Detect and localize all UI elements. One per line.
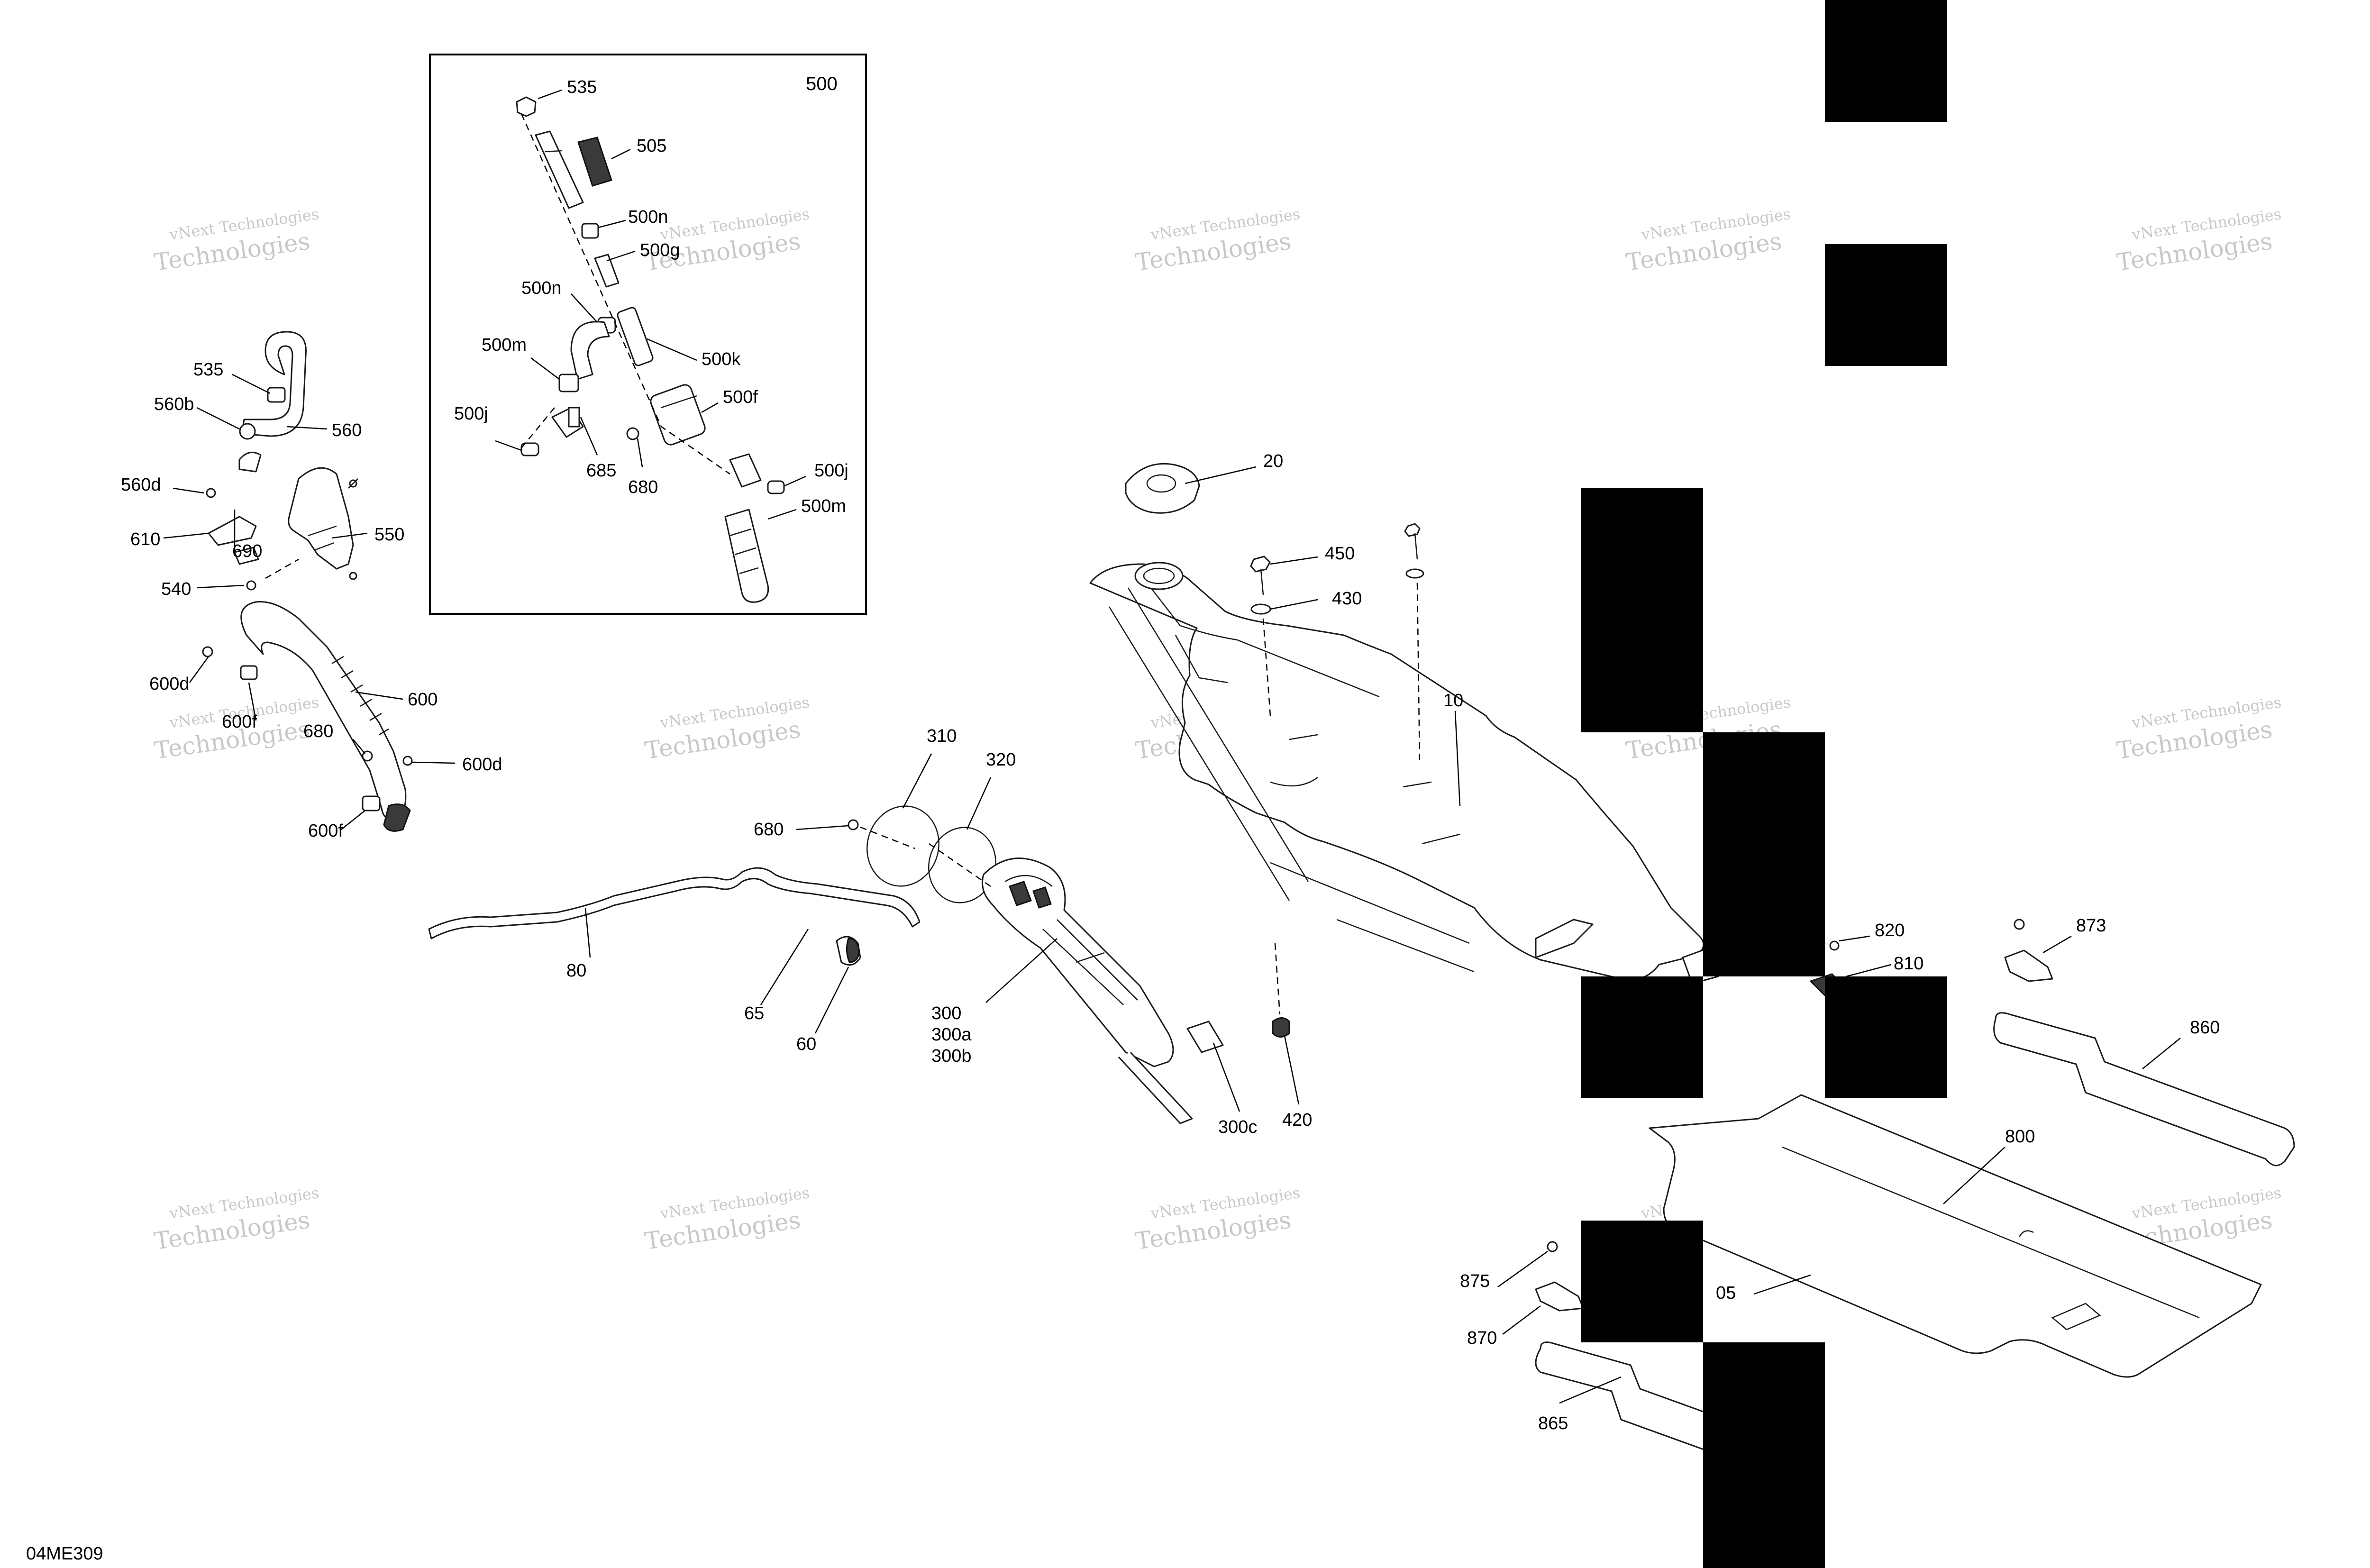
callout-500n-mid: 500n [521, 278, 562, 298]
callout-600f-bottom: 600f [308, 821, 343, 841]
fuel-tank-assembly: 20 450 430 10 420 [1089, 451, 1719, 1130]
mounting-hardware-right: 820 810 873 860 800 05 875 870 865 [1460, 916, 2295, 1489]
callout-810: 810 [1894, 954, 1923, 974]
redaction-blocks [1581, 0, 1947, 1568]
callout-500f: 500f [723, 387, 758, 407]
callout-873: 873 [2076, 916, 2106, 936]
callout-600d-right: 600d [462, 755, 502, 775]
redaction-block [1825, 976, 1947, 1098]
inset-title: 500 [806, 73, 838, 94]
callout-505: 505 [637, 136, 666, 156]
callout-500k: 500k [702, 349, 741, 369]
callout-80: 80 [566, 961, 586, 981]
part-500g [594, 254, 620, 288]
callout-560d: 560d [121, 475, 161, 495]
callout-500j-left: 500j [454, 404, 488, 424]
callout-320: 320 [986, 750, 1016, 770]
part-500j-left [520, 442, 539, 456]
part-505 [577, 137, 612, 187]
part-500m-right [724, 509, 769, 603]
part-tube-sleeve [535, 130, 584, 209]
drawing-code: 04ME309 [26, 1544, 103, 1564]
callout-300: 300 [931, 1003, 961, 1023]
callout-500n-top: 500n [628, 207, 668, 227]
callout-870: 870 [1467, 1328, 1497, 1348]
inset-500: 500 [429, 54, 867, 615]
part-valve-fitting [729, 453, 762, 488]
callout-430: 430 [1332, 589, 1362, 609]
redaction-block [1825, 0, 1947, 122]
part-elbow-hose [570, 321, 610, 380]
callout-10: 10 [1443, 691, 1463, 711]
callout-60: 60 [796, 1034, 816, 1054]
part-60 [836, 936, 861, 966]
callout-600f-mid: 600f [222, 712, 257, 732]
callout-820: 820 [1875, 921, 1905, 940]
callout-560b: 560b [154, 394, 194, 414]
redaction-block [1581, 976, 1703, 1098]
part-500k [617, 307, 654, 366]
callout-600d-left: 600d [149, 674, 190, 694]
callout-610: 610 [130, 529, 160, 549]
callout-535-inset: 535 [567, 77, 597, 97]
callout-300c: 300c [1218, 1117, 1257, 1137]
redaction-block [1825, 244, 1947, 366]
callout-875: 875 [1460, 1271, 1490, 1291]
callout-540: 540 [161, 579, 191, 599]
callout-690: 690 [232, 541, 262, 561]
part-500j-right [767, 480, 785, 494]
fuel-pump-assembly: 310 320 300 300a 300b 300c [866, 726, 1257, 1137]
callout-680-inset: 680 [628, 477, 658, 497]
callout-310: 310 [927, 726, 957, 746]
callout-550: 550 [374, 525, 404, 545]
callout-680-left: 680 [303, 721, 333, 741]
callout-865: 865 [1538, 1413, 1568, 1433]
callout-535-left: 535 [193, 360, 223, 380]
part-500m-left [558, 374, 579, 392]
left-vent-assembly: 535 560b 560 560d 610 690 550 540 600d 6… [121, 331, 502, 841]
inset-frame [429, 54, 867, 615]
callout-500j-right: 500j [814, 461, 848, 481]
callout-560: 560 [332, 420, 362, 440]
part-500f [650, 384, 706, 446]
callout-500m-left: 500m [482, 335, 527, 355]
callout-500m-right: 500m [801, 496, 846, 516]
callout-65: 65 [744, 1003, 764, 1023]
redaction-block [1703, 1342, 1825, 1568]
callout-600: 600 [408, 690, 438, 710]
callout-860: 860 [2190, 1018, 2220, 1038]
part-680-inset [626, 427, 639, 440]
callout-800: 800 [2005, 1127, 2035, 1147]
part-20-cap [1125, 463, 1200, 514]
redaction-block [1581, 488, 1703, 732]
callout-420: 420 [1282, 1110, 1312, 1130]
fuel-line-assembly: 80 65 60 680 [428, 819, 921, 1054]
redaction-block [1581, 1221, 1703, 1342]
callout-300a: 300a [931, 1025, 972, 1045]
callout-805: 05 [1716, 1283, 1736, 1303]
callout-685: 685 [586, 461, 616, 481]
callout-450: 450 [1325, 544, 1355, 564]
part-535-inset [516, 96, 537, 117]
callout-500g: 500g [640, 240, 680, 260]
part-500n-top [581, 223, 599, 239]
redaction-block [1703, 732, 1825, 976]
callout-20: 20 [1263, 451, 1283, 471]
callout-300b: 300b [931, 1046, 972, 1066]
callout-680-mid: 680 [754, 820, 784, 839]
part-685 [551, 407, 584, 438]
